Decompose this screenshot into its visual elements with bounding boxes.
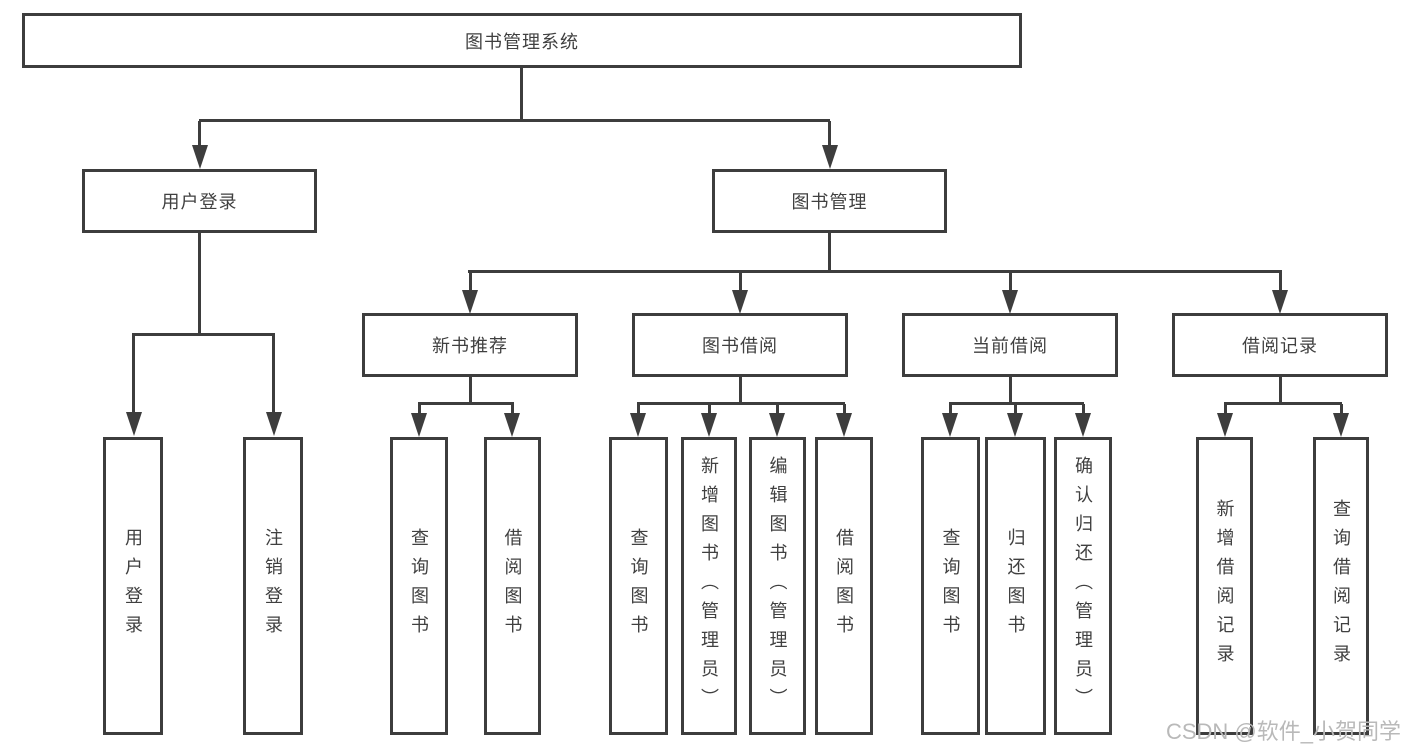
leaf-add-borrow-record: 新增借阅记录 — [1196, 437, 1253, 735]
connector-line — [418, 402, 514, 405]
leaf-borrow-books: 借阅图书 — [815, 437, 873, 735]
leaf-query-books-current: 查询图书 — [921, 437, 980, 735]
connector-line — [469, 377, 472, 404]
arrowhead-icon — [504, 413, 520, 437]
arrowhead-icon — [1075, 413, 1091, 437]
leaf-label: 借阅图书 — [834, 528, 854, 644]
arrowhead-icon — [126, 412, 142, 436]
connector-line — [949, 404, 952, 414]
arrowhead-icon — [1217, 413, 1233, 437]
connector-line — [199, 119, 830, 122]
leaf-borrow-books-new: 借阅图书 — [484, 437, 541, 735]
connector-line — [511, 404, 514, 414]
leaf-logout: 注销登录 — [243, 437, 303, 735]
leaf-label: 查询图书 — [940, 528, 961, 644]
node-book-mgmt-branch: 图书管理 — [712, 169, 947, 233]
connector-line — [198, 233, 201, 334]
connector-line — [272, 335, 275, 413]
leaf-query-borrow-record: 查询借阅记录 — [1313, 437, 1369, 735]
leaf-label: 新增图书（管理员） — [699, 455, 719, 717]
node-label: 图书管理 — [791, 192, 868, 212]
leaf-label: 确认归还（管理员） — [1073, 455, 1093, 717]
arrowhead-icon — [266, 412, 282, 436]
leaf-label: 借阅图书 — [502, 528, 523, 644]
arrowhead-icon — [836, 413, 852, 437]
leaf-label: 注销登录 — [263, 528, 283, 644]
connector-line — [468, 270, 1282, 273]
connector-line — [828, 233, 831, 271]
node-group-borrow-records: 借阅记录 — [1172, 313, 1388, 377]
connector-line — [1340, 404, 1343, 414]
leaf-add-books-admin: 新增图书（管理员） — [681, 437, 737, 735]
node-label: 用户登录 — [161, 192, 238, 212]
arrowhead-icon — [630, 413, 646, 437]
leaf-confirm-return-admin: 确认归还（管理员） — [1054, 437, 1112, 735]
watermark: CSDN @软件_小贺同学 — [1165, 719, 1401, 744]
arrowhead-icon — [701, 413, 717, 437]
node-root-label: 图书管理系统 — [465, 31, 579, 52]
node-group-current-borrow: 当前借阅 — [902, 313, 1118, 377]
connector-line — [776, 404, 779, 414]
arrowhead-icon — [192, 145, 208, 169]
connector-line — [949, 402, 1084, 405]
leaf-user-login: 用户登录 — [103, 437, 163, 735]
leaf-label: 查询图书 — [628, 528, 649, 644]
connector-line — [418, 404, 421, 414]
connector-line — [469, 272, 472, 292]
connector-line — [132, 333, 275, 336]
connector-line — [1279, 377, 1282, 404]
connector-line — [1224, 404, 1227, 414]
arrowhead-icon — [732, 290, 748, 314]
connector-line — [132, 335, 135, 413]
leaf-label: 新增借阅记录 — [1214, 499, 1235, 673]
arrowhead-icon — [769, 413, 785, 437]
node-label: 当前借阅 — [972, 336, 1048, 356]
leaf-label: 查询图书 — [409, 528, 429, 644]
arrowhead-icon — [1007, 413, 1023, 437]
connector-line — [1279, 272, 1282, 292]
connector-line — [708, 404, 711, 414]
node-label: 图书借阅 — [702, 336, 778, 356]
node-user-login-branch: 用户登录 — [82, 169, 317, 233]
connector-line — [1009, 377, 1012, 404]
leaf-label: 编辑图书（管理员） — [767, 455, 788, 717]
node-group-book-borrow: 图书借阅 — [632, 313, 848, 377]
node-root: 图书管理系统 — [22, 13, 1022, 68]
node-label: 新书推荐 — [432, 336, 508, 356]
node-group-new-books: 新书推荐 — [362, 313, 578, 377]
leaf-query-books-borrow: 查询图书 — [609, 437, 668, 735]
leaf-query-books-new: 查询图书 — [390, 437, 448, 735]
connector-line — [520, 68, 523, 120]
arrowhead-icon — [942, 413, 958, 437]
leaf-label: 用户登录 — [123, 528, 143, 644]
leaf-return-books: 归还图书 — [985, 437, 1046, 735]
arrowhead-icon — [1002, 290, 1018, 314]
connector-line — [198, 121, 201, 147]
connector-line — [739, 272, 742, 292]
connector-line — [1082, 404, 1085, 414]
arrowhead-icon — [1333, 413, 1349, 437]
connector-line — [739, 377, 742, 404]
node-label: 借阅记录 — [1242, 336, 1318, 356]
arrowhead-icon — [1272, 290, 1288, 314]
connector-line — [1224, 402, 1342, 405]
connector-line — [637, 404, 640, 414]
arrowhead-icon — [411, 413, 427, 437]
connector-line — [1009, 272, 1012, 292]
arrowhead-icon — [822, 145, 838, 169]
connector-line — [637, 402, 845, 405]
leaf-label: 查询借阅记录 — [1331, 499, 1351, 673]
connector-line — [828, 121, 831, 147]
leaf-label: 归还图书 — [1005, 528, 1026, 644]
connector-line — [843, 404, 846, 414]
arrowhead-icon — [462, 290, 478, 314]
leaf-edit-books-admin: 编辑图书（管理员） — [749, 437, 806, 735]
connector-line — [1014, 404, 1017, 414]
